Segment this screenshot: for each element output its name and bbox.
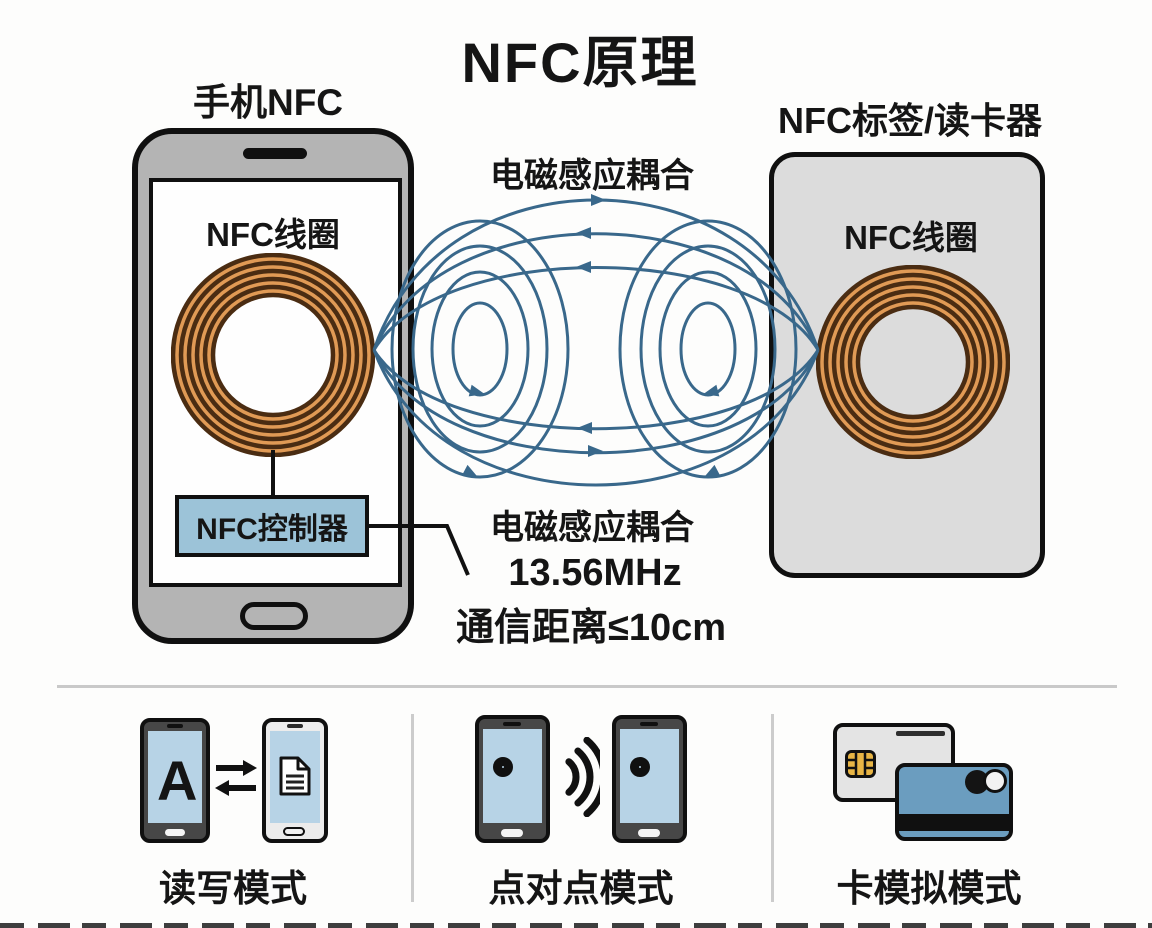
phone-home-button <box>240 602 308 630</box>
nfc-controller-label: NFC控制器 <box>196 513 348 546</box>
frequency-value: 13.56MHz <box>508 552 682 594</box>
nfc-ring-glyph <box>630 757 650 777</box>
nfc-ring-glyph <box>493 757 513 777</box>
mini-speaker-bar <box>640 722 658 726</box>
section-divider <box>57 685 1117 688</box>
mini-speaker-bar <box>503 722 521 726</box>
bottom-torn-edge <box>0 923 1152 928</box>
phone-speaker-bar <box>243 148 307 159</box>
phone-nfc-label: 手机NFC <box>192 82 344 123</box>
mini-screen <box>620 729 679 823</box>
coupling-label-bottom: 电磁感应耦合 <box>490 509 694 547</box>
card-circle-light <box>983 769 1007 793</box>
transfer-arrows-icon <box>215 760 257 796</box>
mini-screen <box>148 731 202 823</box>
mode-divider-2 <box>771 714 774 902</box>
mini-home-button <box>638 829 660 837</box>
mode-read-write-label: 读写模式 <box>159 868 307 909</box>
phone-coil-label: NFC线圈 <box>206 216 340 253</box>
mini-speaker-bar <box>287 724 303 728</box>
card-signature-line <box>896 731 945 736</box>
card-magnetic-stripe <box>899 814 1009 831</box>
nfc-controller-box: NFC控制器 <box>175 495 369 557</box>
mini-home-button <box>501 829 523 837</box>
tag-reader-label: NFC标签/读卡器 <box>778 100 1042 141</box>
mini-home-button <box>283 827 305 836</box>
mode-divider-1 <box>411 714 414 902</box>
sim-chip-icon <box>845 750 876 778</box>
mode-card-emulation-label: 卡模拟模式 <box>836 868 1022 909</box>
mini-home-button <box>165 829 185 836</box>
coupling-label-top: 电磁感应耦合 <box>490 157 694 195</box>
screen-letter-a: A <box>157 749 198 812</box>
page-title: NFC原理 <box>461 31 699 94</box>
reader-coil-label: NFC线圈 <box>844 219 978 256</box>
mode-peer-to-peer-label: 点对点模式 <box>488 868 674 909</box>
distance-value: 通信距离≤10cm <box>455 607 727 649</box>
mini-speaker-bar <box>167 724 183 728</box>
mini-screen <box>483 729 542 823</box>
signal-waves-icon <box>565 737 600 817</box>
document-glyph-icon <box>279 756 311 796</box>
